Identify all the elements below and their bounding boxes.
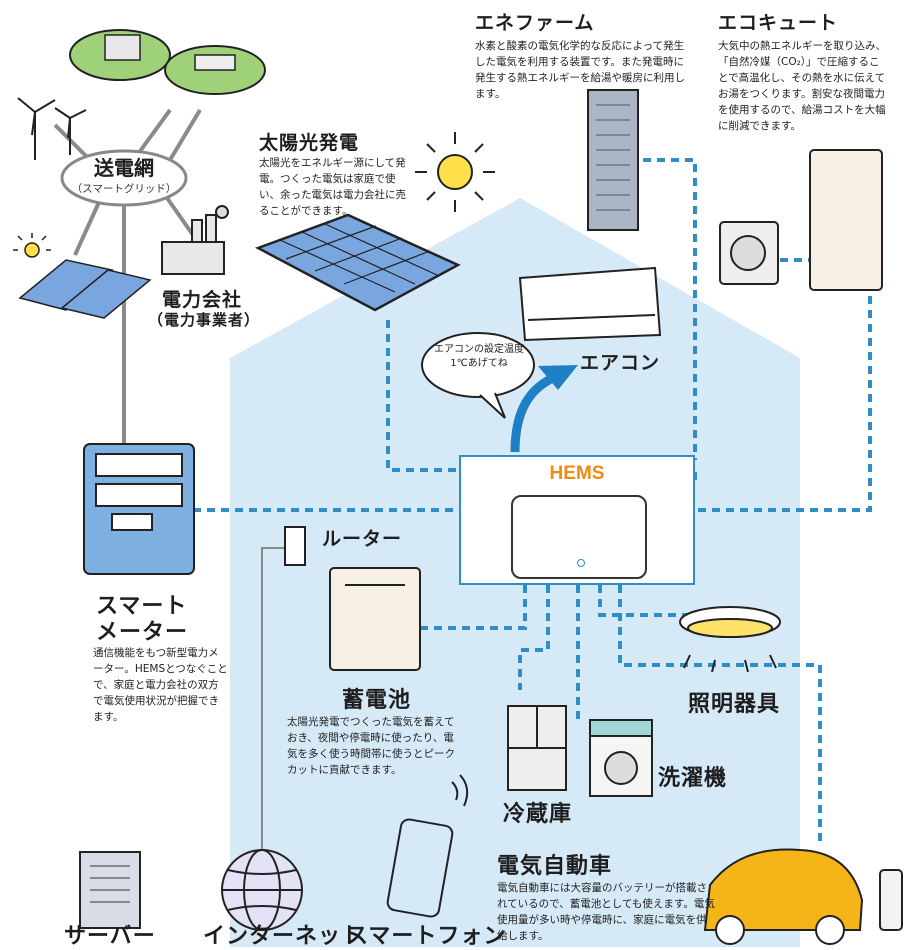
grid-title: 送電網: [94, 156, 154, 180]
power-plant-illustration: [69, 29, 266, 95]
enefarm-title: エネファーム: [475, 12, 595, 34]
battery-icon: [329, 567, 421, 671]
smartphone-title: スマートフォン: [346, 924, 507, 949]
washer-icon: [589, 719, 653, 797]
wind-turbines: [17, 97, 87, 160]
smart-meter-icon: [83, 443, 195, 575]
ecocute-icon: [719, 149, 883, 291]
temperature-up-arrow: [510, 365, 578, 453]
lighting-icon: [679, 606, 781, 673]
fridge-icon: [507, 705, 567, 791]
ecocute-desc: 大気中の熱エネルギーを取り込み、「自然冷媒（CO₂）」で圧縮することで高温化し、…: [718, 40, 886, 132]
network-lines: [261, 547, 293, 888]
enefarm-desc: 水素と酸素の電気化学的な反応によって発生した電気を利用する装置です。また発電時に…: [475, 40, 685, 100]
battery-title: 蓄電池: [342, 688, 412, 713]
smartphone-icon: [386, 774, 469, 918]
smart-meter-title-line2: メーター: [96, 620, 189, 645]
globe-icon: [221, 849, 303, 931]
smart-meter-desc: 通信機能をもつ新型電力メーター。HEMSとつなぐことで、家庭と電力会社の双方で電…: [93, 647, 228, 723]
hems-indicator-icon: [577, 559, 585, 567]
solar-desc: 太陽光をエネルギー源にして発電。つくった電気は家庭で使い、余った電気は電力会社に…: [259, 157, 406, 217]
enefarm-icon: [587, 89, 639, 231]
small-sun-icon: [13, 233, 51, 258]
hems-title: HEMS: [549, 463, 605, 484]
solar-title: 太陽光発電: [259, 132, 360, 154]
hems-screen: [511, 495, 647, 579]
sun-icon: [415, 132, 495, 212]
power-company-subtitle: （電力事業者）: [148, 311, 261, 329]
solar-panel-icon: [254, 213, 461, 312]
aircon-bubble-text: エアコンの設定温度1℃あげてね: [434, 344, 524, 369]
smart-meter-title-line1: スマート: [96, 594, 188, 619]
left-solar-panels: [18, 259, 152, 319]
router-title: ルーター: [322, 528, 403, 550]
grid-subtitle: （スマートグリッド）: [71, 183, 177, 195]
server-title: サーバー: [64, 924, 156, 949]
internet-title: インターネット: [203, 924, 365, 949]
ev-title: 電気自動車: [497, 854, 613, 879]
router-icon: [284, 526, 306, 566]
battery-desc: 太陽光発電でつくった電気を蓄えておき、夜間や停電時に使ったり、電気を多く使う時間…: [287, 716, 455, 776]
aircon-title: エアコン: [580, 352, 661, 374]
washer-title: 洗濯機: [658, 766, 728, 791]
factory-icon: [161, 205, 229, 275]
server-icon: [79, 851, 141, 929]
ev-car-icon: [703, 848, 903, 945]
grid-ellipse: [60, 149, 188, 207]
hems-panel[interactable]: HEMS: [459, 455, 695, 585]
hems-connections: [193, 158, 872, 845]
ev-desc: 電気自動車には大容量のバッテリーが搭載されているので、蓄電池としても使えます。電…: [497, 882, 715, 942]
grid-label: 送電網 （スマートグリッド）: [62, 152, 186, 196]
ecocute-title: エコキュート: [718, 12, 839, 34]
fridge-title: 冷蔵庫: [503, 802, 573, 827]
speech-bubble: [421, 332, 535, 419]
lighting-title: 照明器具: [688, 692, 781, 717]
air-conditioner-icon: [518, 266, 662, 342]
power-company-title: 電力会社: [162, 289, 243, 311]
